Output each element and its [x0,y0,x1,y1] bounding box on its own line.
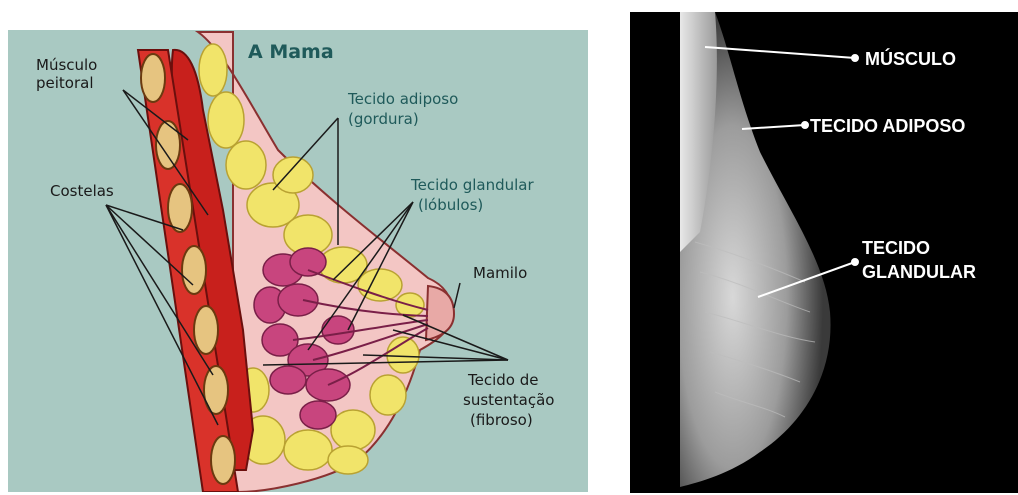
mammogram-image: MÚSCULO TECIDO ADIPOSO TECIDO GLANDULAR [630,12,1018,493]
adipose-label: TECIDO ADIPOSO [810,116,965,136]
glandular-label-line2: GLANDULAR [862,262,976,282]
anatomy-svg: A Mama Músculo peitoral Costelas Tecido … [8,30,588,492]
nipple [426,286,454,340]
pectoral-label-line2: peitoral [36,74,94,92]
support-label-line1: Tecido de [467,371,538,389]
glandular-label-line2: (lóbulos) [418,196,483,214]
muscle-label: MÚSCULO [865,48,956,69]
support-label-line3: (fibroso) [470,411,533,429]
adipose-label-line1: Tecido adiposo [347,90,458,108]
nipple-label: Mamilo [473,264,527,282]
ribs-label: Costelas [50,182,114,200]
pectoral-label-line1: Músculo [36,56,97,74]
adipose-label-line2: (gordura) [348,110,419,128]
breast-anatomy-diagram: A Mama Músculo peitoral Costelas Tecido … [8,30,588,492]
diagram-title: A Mama [248,41,334,63]
glandular-label-line1: TECIDO [862,238,930,258]
glandular-label-line1: Tecido glandular [410,176,534,194]
support-label-line2: sustentação [463,391,554,409]
mammogram-svg: MÚSCULO TECIDO ADIPOSO TECIDO GLANDULAR [630,12,1018,493]
